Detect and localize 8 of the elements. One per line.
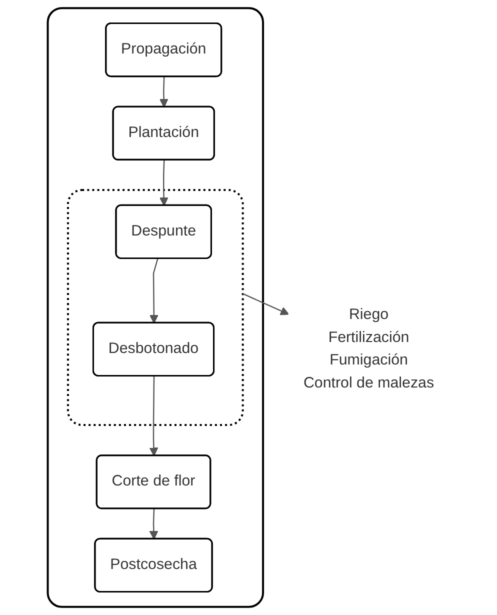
arrow — [149, 376, 158, 456]
node-text: Riego Fertilización Fumigación Control de malezas — [303, 306, 434, 392]
cluster — [46, 7, 264, 608]
arrow — [159, 160, 168, 206]
arrow — [159, 76, 168, 108]
arrow — [149, 508, 158, 540]
arrow — [149, 258, 158, 324]
arrow — [242, 293, 290, 316]
